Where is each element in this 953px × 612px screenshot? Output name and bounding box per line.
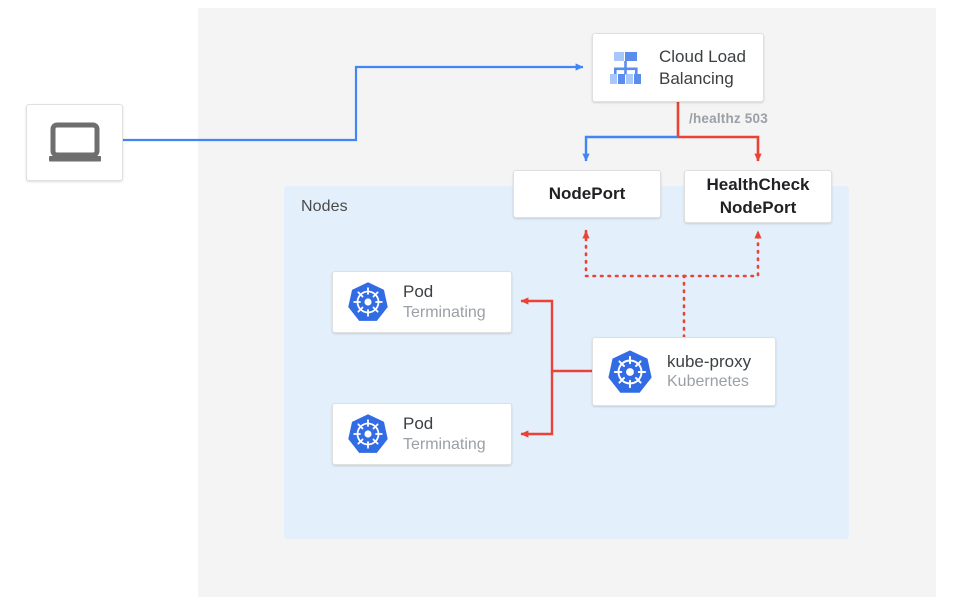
nodes-group-label: Nodes: [301, 198, 348, 215]
kube-proxy-sublabel: Kubernetes: [667, 373, 749, 391]
kubernetes-icon: [607, 349, 653, 395]
cloud-load-balancing-node[interactable]: Cloud Load Balancing: [592, 33, 764, 102]
edge-label-healthz: /healthz 503: [689, 111, 768, 126]
pod-1-node[interactable]: Pod Terminating: [332, 271, 512, 333]
pod-2-status: Terminating: [403, 435, 486, 453]
pod-2-label: Pod: [403, 414, 434, 434]
kube-proxy-node[interactable]: kube-proxy Kubernetes: [592, 337, 776, 406]
healthcheck-nodeport-node[interactable]: HealthCheck NodePort: [684, 170, 832, 223]
cloud-load-balancing-label-line1: Cloud Load: [659, 47, 746, 67]
cloud-load-balancing-label-line2: Balancing: [659, 68, 734, 88]
cloud-load-balancing-labels: Cloud Load Balancing: [659, 46, 746, 89]
laptop-icon: [47, 122, 103, 164]
pod-1-label: Pod: [403, 282, 434, 302]
nodeport-label: NodePort: [548, 183, 626, 203]
cloud-load-balancing-icon: [605, 48, 647, 88]
kubernetes-icon: [347, 281, 389, 323]
kube-proxy-label: kube-proxy: [667, 351, 752, 371]
pod-2-node[interactable]: Pod Terminating: [332, 403, 512, 465]
kubernetes-icon: [347, 413, 389, 455]
healthcheck-nodeport-label-line2: NodePort: [719, 197, 797, 217]
pod-2-labels: Pod Terminating: [403, 413, 486, 454]
healthcheck-nodeport-label-line1: HealthCheck: [706, 175, 810, 195]
nodeport-node[interactable]: NodePort: [513, 170, 661, 218]
client-node[interactable]: [26, 104, 123, 181]
healthcheck-nodeport-labels: HealthCheck NodePort: [707, 174, 810, 218]
pod-1-status: Terminating: [403, 303, 486, 321]
pod-1-labels: Pod Terminating: [403, 281, 486, 322]
kube-proxy-labels: kube-proxy Kubernetes: [667, 351, 751, 392]
